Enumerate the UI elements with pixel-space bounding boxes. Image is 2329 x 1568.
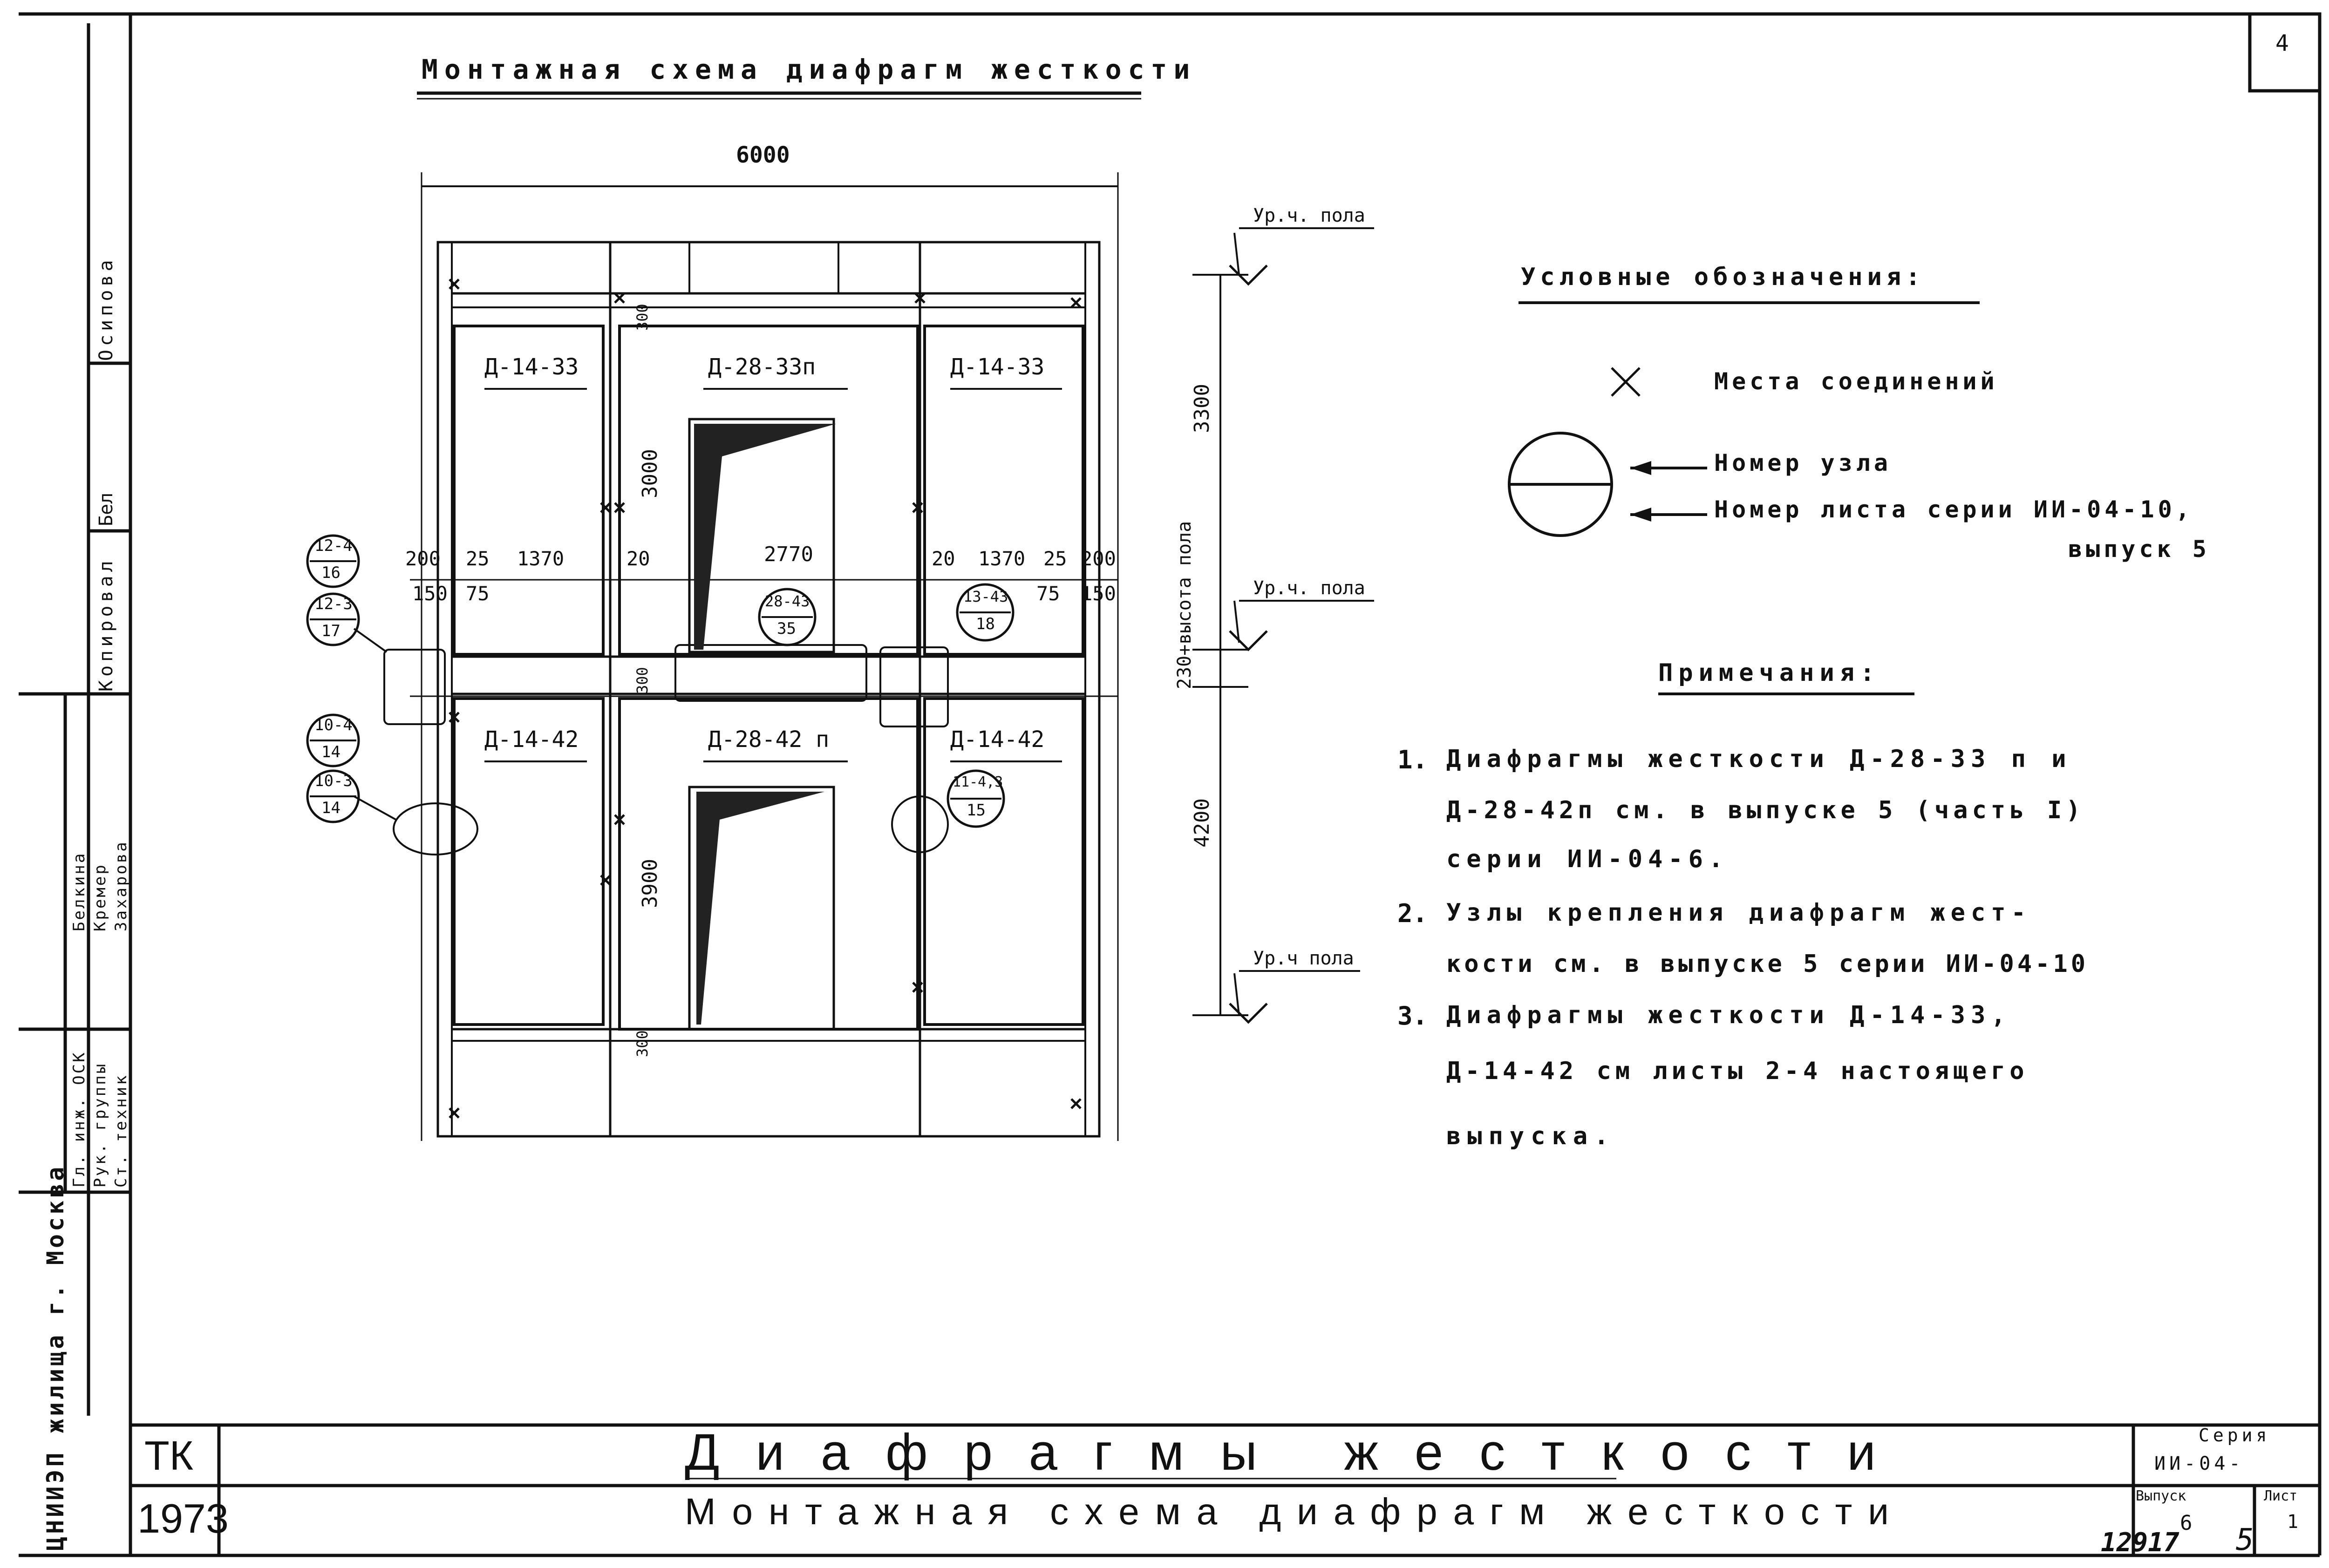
dim-200-right: 200 [1081, 547, 1116, 570]
node-2-top: 12-3 [314, 595, 353, 613]
panel-label-bot-mid: Д-28-42 п [708, 726, 830, 753]
node-2-bottom: 17 [321, 622, 340, 640]
node-6-top: 13-43 [963, 588, 1008, 605]
drawing-title: Монтажная схема диафрагм жесткости [422, 54, 1197, 85]
node-5-top: 28-43 [765, 592, 810, 610]
panel-label-top-left: Д-14-33 [484, 354, 579, 380]
note-1-line-2: Д-28-42п см. в выпуске 5 (часть I) [1446, 796, 2085, 824]
legend-sheet-ref-label-2: выпуск 5 [2068, 536, 2210, 563]
issue-label: Выпуск [2136, 1488, 2186, 1504]
dim-230-floor: 230+высота пола [1174, 521, 1195, 689]
node-4-bottom: 14 [321, 799, 340, 817]
dim-20-right: 20 [932, 547, 955, 570]
level-mark-1: Ур.ч. пола [1253, 205, 1365, 226]
role-chief-engineer: Гл. инж. ОСК [70, 1051, 89, 1188]
panel-label-bot-right: Д-14-42 [950, 726, 1045, 753]
name-kremer: Кремер [91, 863, 109, 931]
organization: ЦНИИЭП жилища г. Москва [42, 1164, 69, 1551]
node-4-top: 10-3 [314, 772, 353, 790]
panel-label-bot-left: Д-14-42 [484, 726, 579, 753]
archive-number: 12917 [2101, 1527, 2179, 1558]
issue-value: 6 [2180, 1511, 2193, 1535]
legend-sheet-ref-label: Номер листа серии ИИ-04-10, [1714, 496, 2193, 523]
title-block-main: Диафрагмы жесткости [685, 1424, 1912, 1481]
node-5-bottom: 35 [777, 619, 796, 638]
note-3-line-1: Диафрагмы жесткости Д-14-33, [1446, 1001, 2011, 1029]
role-senior-tech: Ст. техник [112, 1073, 130, 1188]
dim-300-a: 300 [633, 304, 651, 331]
note-1-line-1: Диафрагмы жесткости Д-28-33 п и [1446, 745, 2072, 773]
dim-25-right: 25 [1043, 547, 1067, 570]
node-1-top: 12-4 [314, 536, 353, 555]
role-copied: Копировал [95, 557, 117, 692]
dim-3000: 3000 [638, 449, 662, 498]
sheet-number: 4 [2275, 30, 2289, 56]
note-2-line-1: Узлы крепления диафрагм жест- [1446, 899, 2031, 927]
name-zakharova: Захарова [112, 840, 130, 931]
title-block-sub: Монтажная схема диафрагм жесткости [685, 1491, 1905, 1532]
sheet-value: 1 [2287, 1511, 2299, 1533]
panel-label-top-mid: Д-28-33п [708, 354, 816, 380]
legend-node-number-label: Номер узла [1714, 449, 1892, 476]
node-7-top: 11-4,3 [953, 774, 1003, 790]
legend-cross-label: Места соединений [1714, 368, 1998, 395]
note-2-line-2: кости см. в выпуске 5 серии ИИ-04-10 [1446, 950, 2089, 978]
node-7-bottom: 15 [967, 801, 986, 820]
node-6-bottom: 18 [976, 615, 995, 633]
stamp-top-name: Осипова [95, 256, 117, 361]
level-mark-2: Ур.ч. пола [1253, 577, 1365, 599]
legend-title: Условные обозначения: [1521, 263, 1925, 291]
note-3-num: 3. [1397, 1001, 1428, 1031]
node-1-bottom: 16 [321, 563, 340, 582]
note-2-num: 2. [1397, 899, 1428, 928]
short-signature: Бел [95, 492, 117, 526]
notes-title: Примечания: [1658, 659, 1880, 687]
dim-300-c: 300 [633, 1030, 651, 1057]
dim-2770: 2770 [764, 543, 813, 566]
node-3-bottom: 14 [321, 743, 340, 761]
sheet-label: Лист [2264, 1488, 2298, 1504]
node-3-top: 10-4 [314, 716, 353, 734]
series-value: ИИ-04- [2154, 1453, 2244, 1474]
series-label: Серия [2199, 1425, 2271, 1446]
dim-200-left: 200 [405, 547, 441, 570]
dim-3900: 3900 [638, 859, 662, 908]
dim-6000: 6000 [736, 142, 790, 168]
note-3-line-2: Д-14-42 см листы 2-4 настоящего [1446, 1057, 2029, 1085]
dim-1370-right: 1370 [978, 547, 1026, 570]
title-block-code: ТК [144, 1432, 194, 1479]
panel-label-top-right: Д-14-33 [950, 354, 1045, 380]
dim-1370-left: 1370 [517, 547, 565, 570]
dim-150-right: 150 [1081, 582, 1116, 605]
level-mark-3: Ур.ч пола [1253, 948, 1354, 969]
name-belkina: Белкина [70, 851, 89, 931]
page-number: 5 [2236, 1523, 2254, 1557]
role-group-head: Рук. группы [91, 1062, 109, 1188]
note-1-line-3: серии ИИ-04-6. [1446, 845, 1729, 873]
dim-300-b: 300 [633, 667, 651, 694]
dim-3300: 3300 [1190, 384, 1214, 433]
note-3-line-3: выпуска. [1446, 1122, 1615, 1150]
note-1-num: 1. [1397, 745, 1428, 774]
dim-25-left: 25 [466, 547, 490, 570]
dim-150-left: 150 [412, 582, 448, 605]
dim-75-right: 75 [1036, 582, 1060, 605]
title-block-year: 1973 [137, 1495, 229, 1541]
dim-4200: 4200 [1190, 798, 1214, 848]
dim-75-left: 75 [466, 582, 490, 605]
dim-20-left: 20 [627, 547, 650, 570]
